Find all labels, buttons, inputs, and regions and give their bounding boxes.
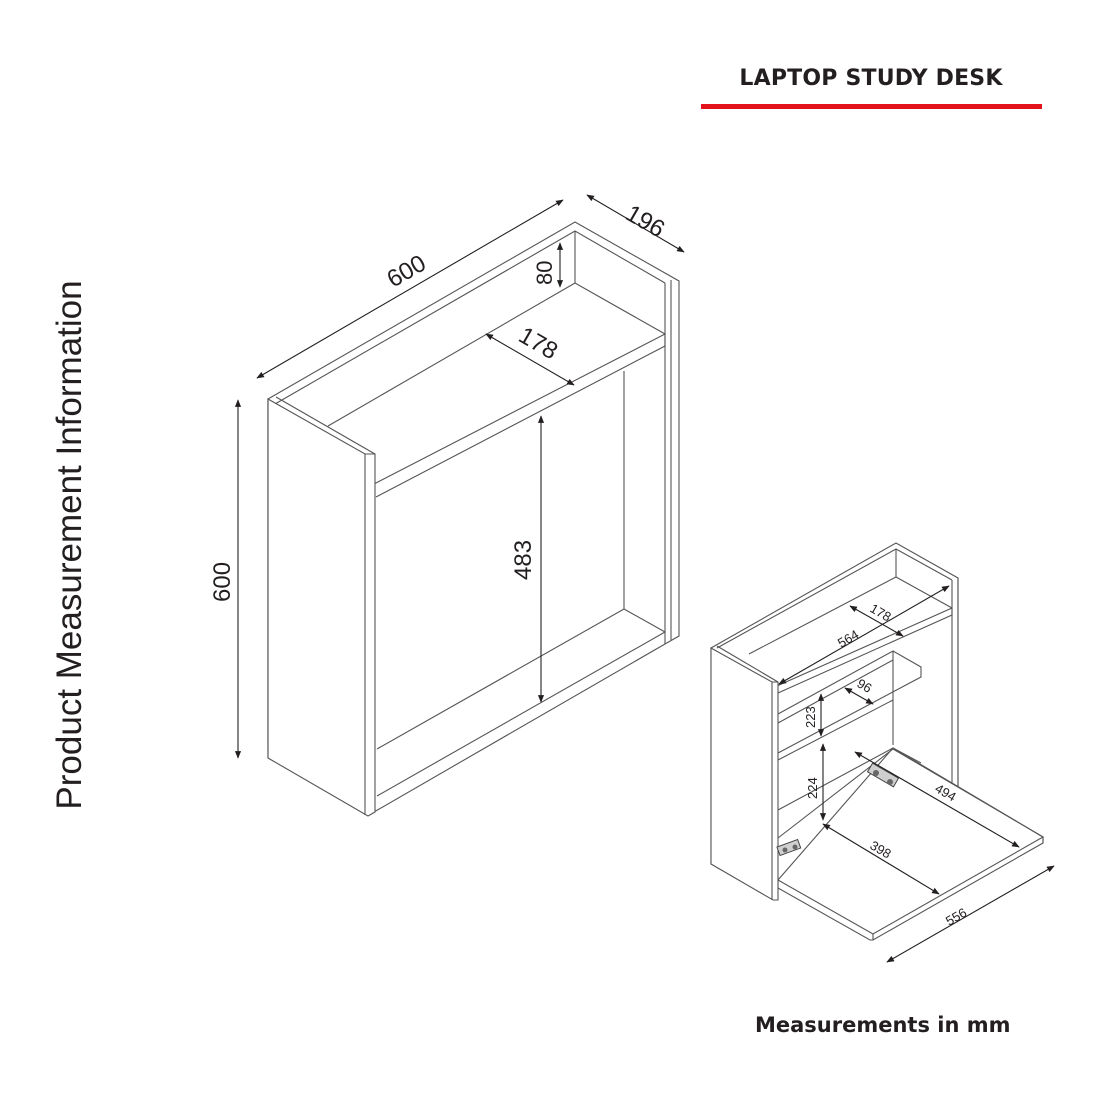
dim-open-inner-width-line [778, 585, 950, 685]
dim-flap-width-label: 556 [943, 905, 969, 929]
dim-lower-compartment-label: 224 [805, 777, 820, 799]
page-title: LAPTOP STUDY DESK [739, 66, 1003, 91]
dim-flap-width-line [886, 865, 1055, 963]
dim-upper-compartment-label: 223 [803, 706, 818, 728]
dim-shelf-depth-line [485, 333, 575, 386]
closed-cabinet-drawing: 600 196 80 178 600 483 [209, 194, 685, 817]
dim-inner-height-label: 483 [510, 540, 537, 580]
dim-height-label: 600 [209, 562, 236, 602]
dim-top-rail-label: 80 [532, 261, 557, 285]
dim-width-line [256, 199, 564, 379]
dim-depth-line [586, 194, 685, 253]
left-side-panel [267, 398, 376, 817]
open-cabinet-drawing: 178 564 96 223 224 494 398 556 [710, 542, 1055, 963]
hinge-icon [776, 838, 802, 857]
dim-middle-shelf-label: 96 [855, 676, 875, 696]
dim-middle-shelf-line [844, 687, 874, 705]
dim-depth-label: 196 [621, 200, 669, 243]
dim-flap-depth-line [854, 751, 1020, 848]
open-left-side-panel [710, 647, 779, 901]
title-underline [701, 104, 1042, 109]
units-note: Measurements in mm [755, 1013, 1011, 1037]
dim-width-label: 600 [383, 250, 431, 293]
